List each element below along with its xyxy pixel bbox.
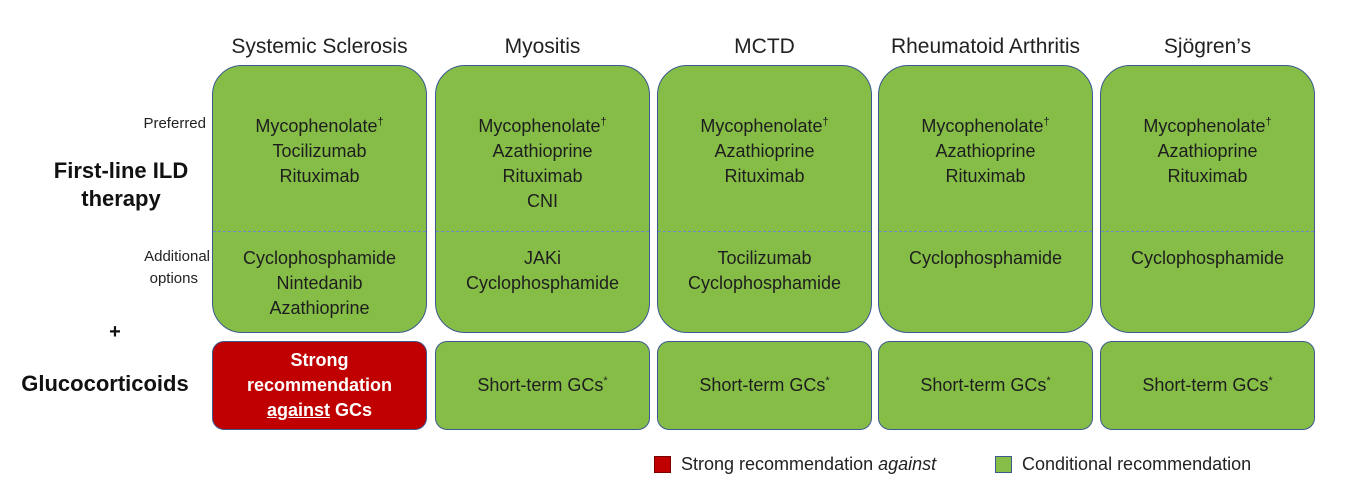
drug-item: Cyclophosphamide [242, 248, 397, 268]
drug-item: Azathioprine [269, 298, 370, 318]
drug-item: Azathioprine [714, 141, 815, 161]
drug-item: JAKi [523, 248, 561, 268]
preferred-list-myositis: Mycophenolate† Azathioprine Rituximab CN… [435, 114, 650, 214]
header-rheumatoid-arthritis: Rheumatoid Arthritis [890, 35, 1081, 58]
preferred-list-mctd: Mycophenolate† Azathioprine Rituximab [657, 114, 872, 189]
additional-list-myositis: JAKi Cyclophosphamide [435, 246, 650, 296]
card-divider [1101, 231, 1314, 232]
additional-label-line1: Additional [144, 248, 210, 265]
drug-item: Tocilizumab [272, 141, 367, 161]
drug-item: Tocilizumab [717, 248, 812, 268]
drug-item: Rituximab [502, 166, 583, 186]
first-line-label-line1: First-line ILD [53, 158, 189, 183]
drug-item: Azathioprine [935, 141, 1036, 161]
preferred-list-systemic-sclerosis: Mycophenolate† Tocilizumab Rituximab [212, 114, 427, 189]
drug-item: Mycophenolate† [255, 116, 384, 136]
glucocorticoids-label: Glucocorticoids [21, 371, 189, 396]
drug-item: Mycophenolate† [700, 116, 829, 136]
drug-item: Nintedanib [276, 273, 363, 293]
drug-item: Cyclophosphamide [1130, 248, 1285, 268]
therapy-card-rheumatoid-arthritis [878, 65, 1093, 333]
gc-strong-line2: recommendation [246, 375, 393, 395]
drug-item: Rituximab [945, 166, 1026, 186]
gc-text: Short-term GCs* [477, 375, 608, 395]
card-divider [658, 231, 871, 232]
gc-box-systemic-sclerosis: Strong recommendation against GCs [212, 341, 427, 430]
card-divider [879, 231, 1092, 232]
plus-sign: + [109, 321, 121, 343]
gc-text: Short-term GCs* [1142, 375, 1273, 395]
card-divider [436, 231, 649, 232]
legend-label-conditional: Conditional recommendation [1022, 454, 1252, 474]
legend-label-strong-against: Strong recommendation against [681, 454, 937, 474]
header-mctd: MCTD [734, 35, 795, 58]
gc-box-sjogrens: Short-term GCs* [1100, 341, 1315, 430]
additional-list-rheumatoid-arthritis: Cyclophosphamide [878, 246, 1093, 271]
drug-item: Cyclophosphamide [687, 273, 842, 293]
additional-list-systemic-sclerosis: Cyclophosphamide Nintedanib Azathioprine [212, 246, 427, 321]
preferred-list-sjogrens: Mycophenolate† Azathioprine Rituximab [1100, 114, 1315, 189]
gc-box-rheumatoid-arthritis: Short-term GCs* [878, 341, 1093, 430]
therapy-card-mctd [657, 65, 872, 333]
drug-item: Rituximab [279, 166, 360, 186]
header-myositis: Myositis [504, 35, 581, 58]
first-line-therapy-label: First-line ILD therapy [30, 157, 212, 213]
card-divider [213, 231, 426, 232]
header-systemic-sclerosis: Systemic Sclerosis [231, 35, 408, 58]
preferred-label: Preferred [143, 115, 206, 132]
additional-options-label: Additional options [100, 246, 210, 290]
legend-swatch-conditional [995, 456, 1012, 473]
gc-box-myositis: Short-term GCs* [435, 341, 650, 430]
preferred-list-rheumatoid-arthritis: Mycophenolate† Azathioprine Rituximab [878, 114, 1093, 189]
drug-item: Mycophenolate† [1143, 116, 1272, 136]
gc-text: Short-term GCs* [920, 375, 1051, 395]
additional-list-sjogrens: Cyclophosphamide [1100, 246, 1315, 271]
drug-item: Rituximab [724, 166, 805, 186]
drug-item: Azathioprine [492, 141, 593, 161]
drug-item: Mycophenolate† [921, 116, 1050, 136]
gc-strong-line3: against GCs [266, 400, 373, 420]
gc-strong-line1: Strong [290, 350, 349, 370]
drug-item: Cyclophosphamide [465, 273, 620, 293]
therapy-card-myositis [435, 65, 650, 333]
legend-swatch-strong-against [654, 456, 671, 473]
first-line-label-line2: therapy [81, 186, 161, 211]
drug-item: Cyclophosphamide [908, 248, 1063, 268]
therapy-card-sjogrens [1100, 65, 1315, 333]
additional-list-mctd: Tocilizumab Cyclophosphamide [657, 246, 872, 296]
gc-text: Short-term GCs* [699, 375, 830, 395]
therapy-card-systemic-sclerosis [212, 65, 427, 333]
drug-item: Mycophenolate† [478, 116, 607, 136]
header-sjogrens: Sjögren’s [1163, 35, 1252, 58]
additional-label-line2: options [149, 270, 198, 287]
gc-box-mctd: Short-term GCs* [657, 341, 872, 430]
drug-item: Rituximab [1167, 166, 1248, 186]
drug-item: CNI [527, 191, 558, 211]
drug-item: Azathioprine [1157, 141, 1258, 161]
